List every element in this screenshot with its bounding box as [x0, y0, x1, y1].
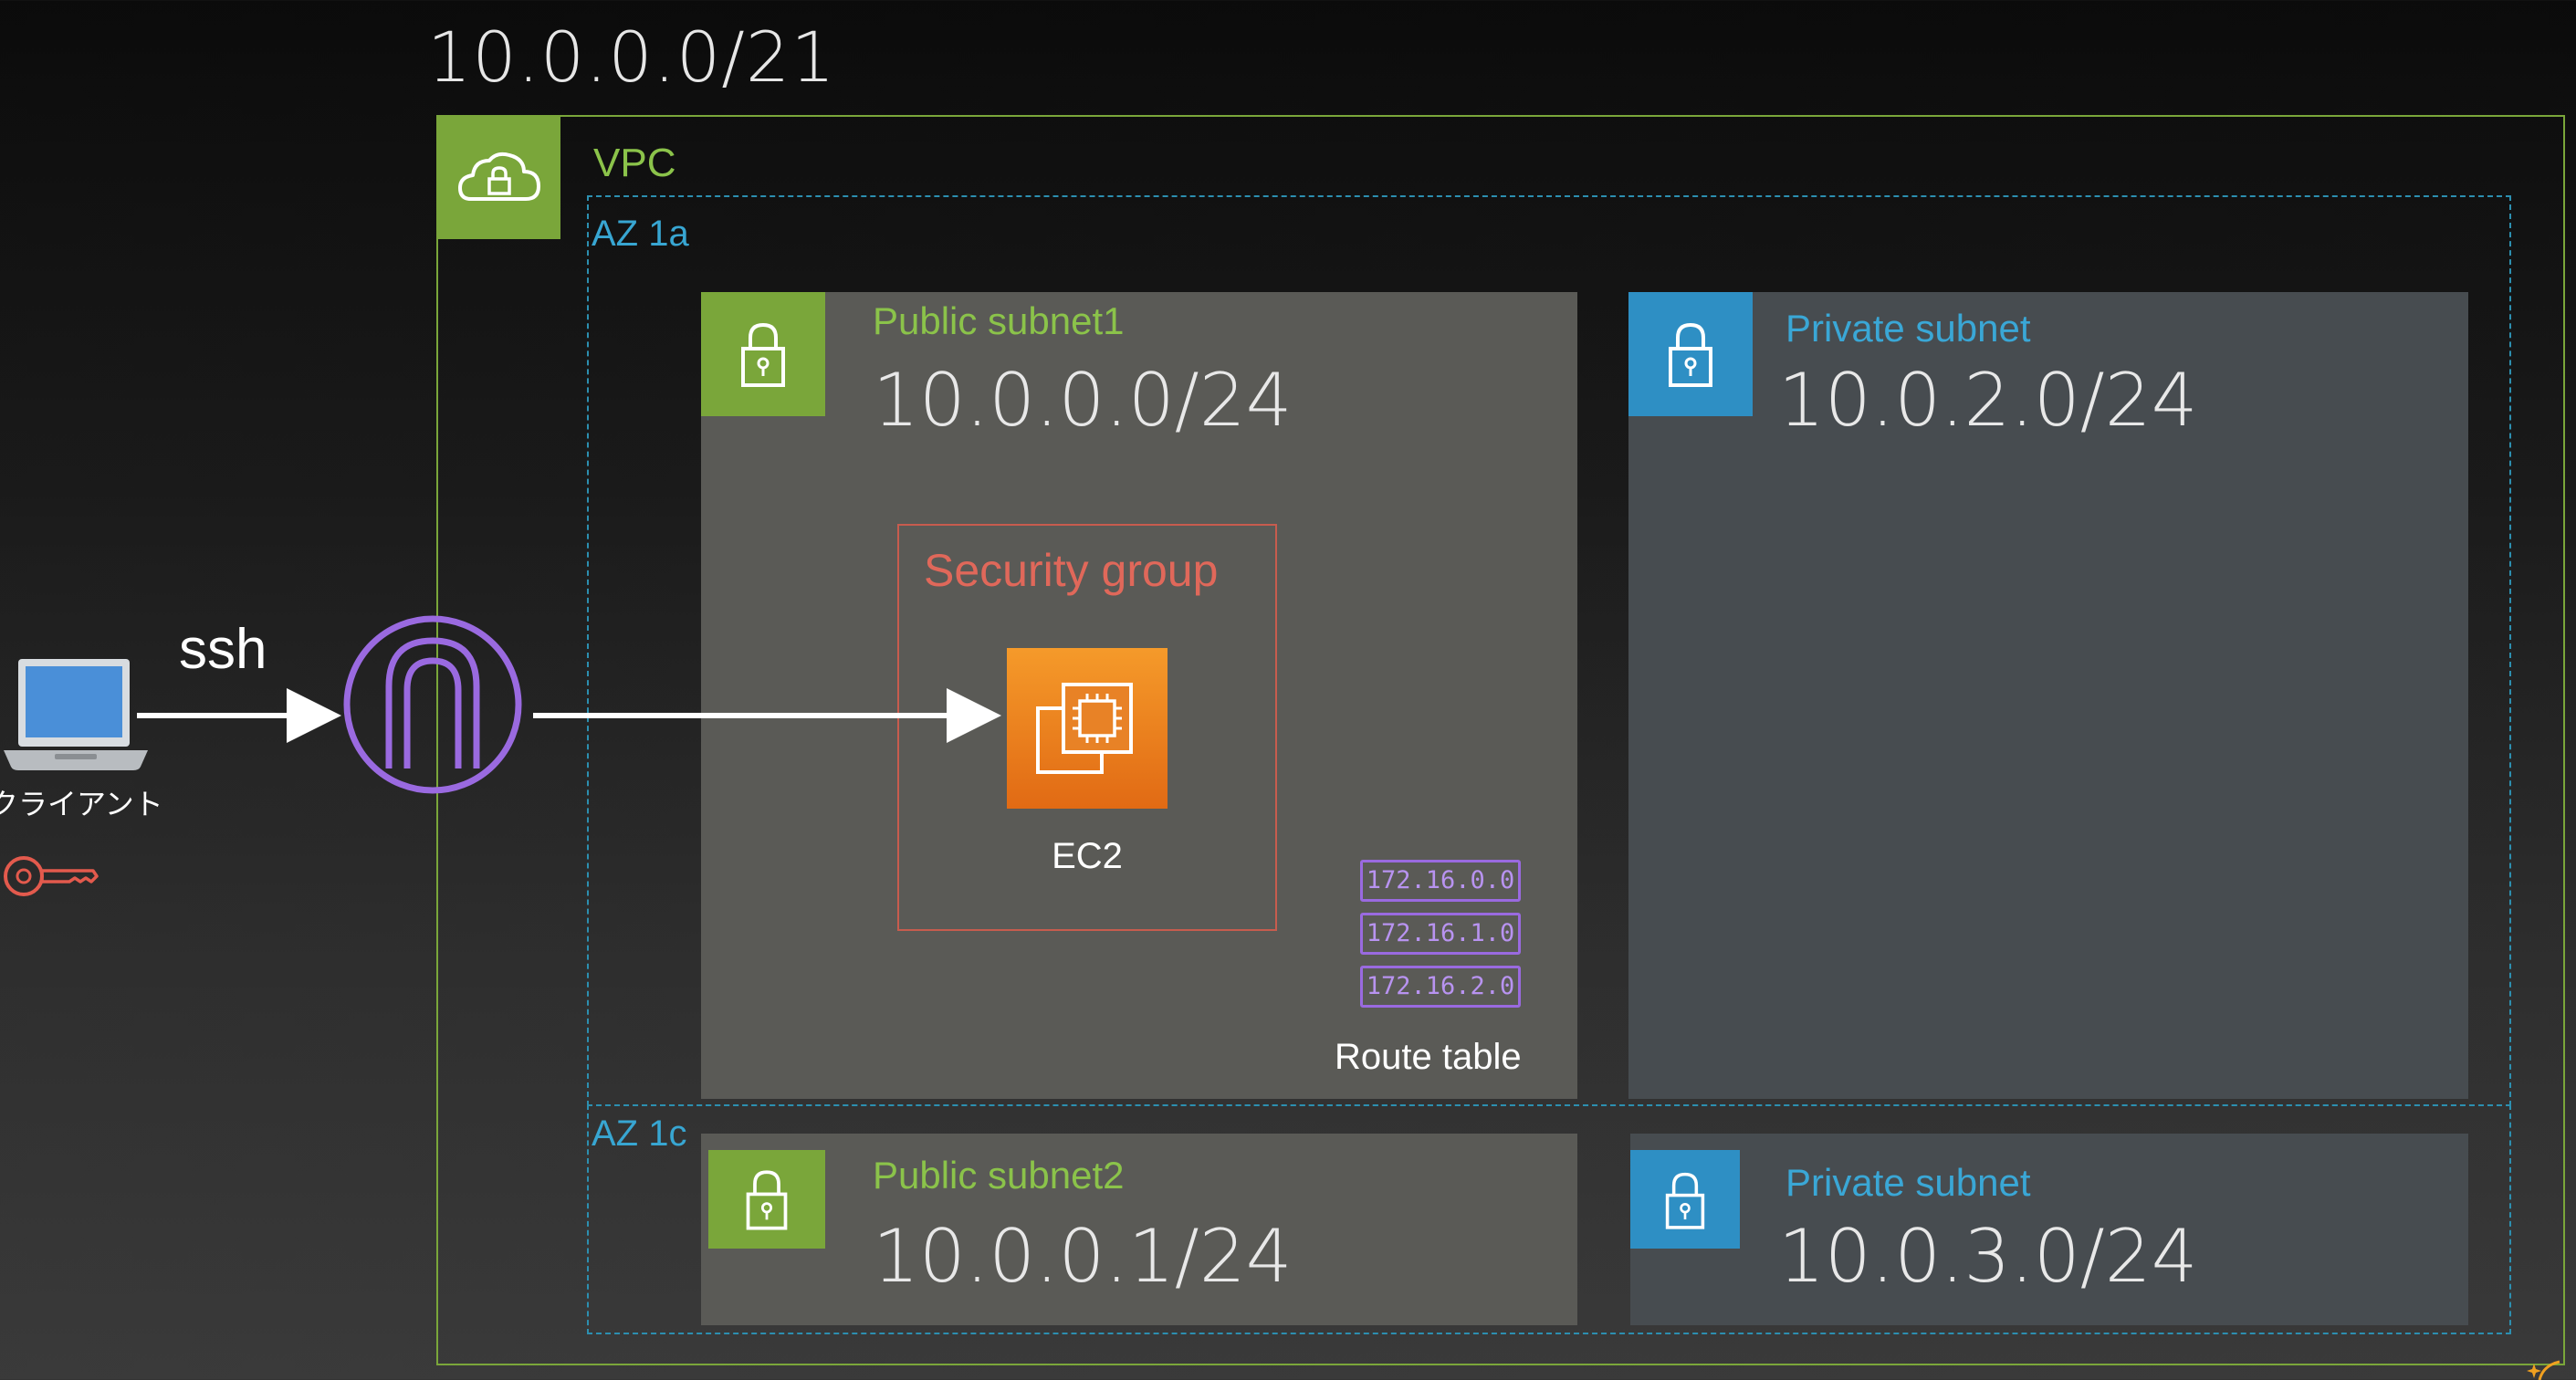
- az-label-1a: AZ 1a: [592, 214, 689, 254]
- lock-icon: [701, 292, 825, 416]
- route-table-entry: 172.16.2.0: [1360, 966, 1521, 1008]
- route-table-entry: 172.16.0.0: [1360, 860, 1521, 902]
- public-subnet-2: [701, 1134, 1577, 1325]
- internet-gateway-icon: [343, 615, 522, 794]
- public-subnet-1-name: Public subnet1: [873, 299, 1125, 342]
- ssh-label: ssh: [179, 618, 267, 681]
- private-subnet-1a-cidr: 10.0.2.0/24: [1778, 358, 2198, 443]
- route-table-entry: 172.16.1.0: [1360, 913, 1521, 955]
- private-subnet-1c-cidr: 10.0.3.0/24: [1778, 1214, 2198, 1299]
- ec2-chip-icon: [1007, 648, 1168, 809]
- key-icon: [0, 847, 100, 905]
- public-subnet-2-cidr: 10.0.0.1/24: [873, 1214, 1293, 1299]
- lock-icon: [1630, 1150, 1740, 1249]
- public-subnet-1-cidr: 10.0.0.0/24: [873, 358, 1293, 443]
- client-label: クライアント: [0, 787, 163, 821]
- lock-icon: [1628, 292, 1753, 416]
- connection-arrows: [137, 615, 1001, 794]
- private-subnet-1c: [1630, 1134, 2468, 1325]
- vpc-label: VPC: [593, 141, 676, 185]
- vpc-container: [436, 115, 2565, 1365]
- private-subnet-1a: [1628, 292, 2468, 1099]
- lock-icon: [708, 1150, 825, 1249]
- private-subnet-1a-name: Private subnet: [1785, 307, 2031, 350]
- private-subnet-1c-name: Private subnet: [1785, 1161, 2031, 1204]
- cloud-lock-icon: [436, 115, 560, 239]
- security-group-box: [897, 524, 1277, 931]
- security-group-label: Security group: [924, 545, 1219, 596]
- ec2-label: EC2: [1052, 836, 1123, 876]
- az-label-1c: AZ 1c: [592, 1113, 687, 1154]
- availability-zone-1c: [587, 1104, 2511, 1334]
- public-subnet-2-name: Public subnet2: [873, 1154, 1125, 1197]
- sparkle-icon: [2512, 1356, 2567, 1380]
- route-table-label: Route table: [1335, 1037, 1522, 1077]
- vpc-cidr-title: 10.0.0.0/21: [427, 16, 836, 98]
- laptop-icon: [0, 655, 152, 774]
